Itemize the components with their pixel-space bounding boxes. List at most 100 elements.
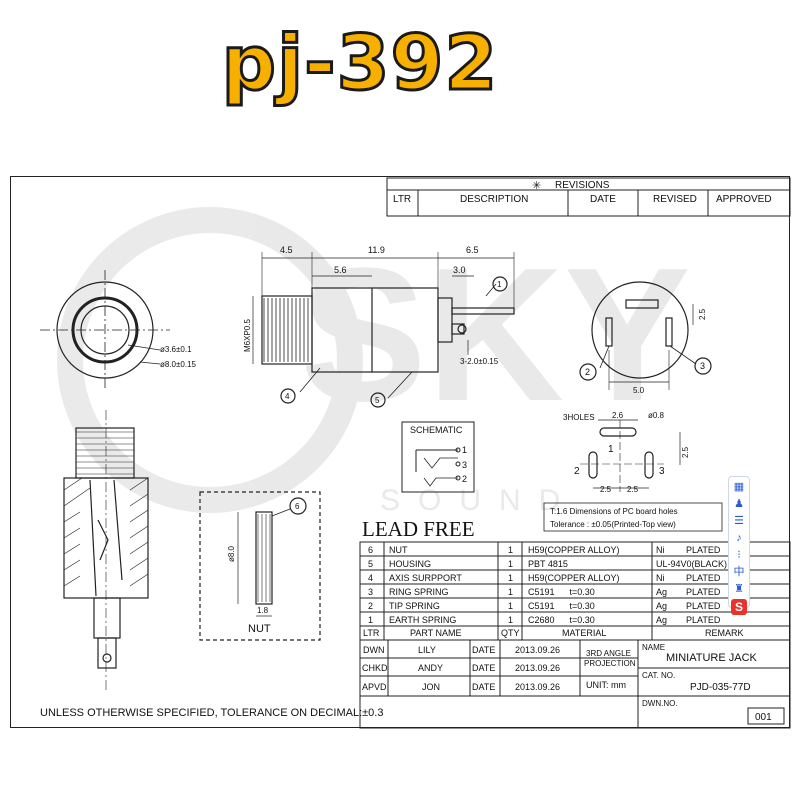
front-view <box>40 270 170 390</box>
sheet-number: 001 <box>755 712 772 723</box>
pcb-callout-2: 2 <box>574 466 580 477</box>
unit: UNIT: mm <box>586 680 626 690</box>
callout-2: 2 <box>585 367 590 377</box>
part-4-r1: Ni <box>656 573 665 583</box>
chinese-char-icon[interactable]: 中 <box>733 566 745 578</box>
callout-6: 6 <box>295 502 300 511</box>
grid-icon[interactable]: ▦ <box>733 481 745 493</box>
part-4-no: 4 <box>368 573 373 583</box>
chkd-role: CHKD <box>362 663 388 673</box>
header-material: MATERIAL <box>562 628 606 638</box>
callout-4: 4 <box>285 392 290 401</box>
dim-thread: M6XP0.5 <box>243 319 252 352</box>
part-4-qty: 1 <box>508 573 513 583</box>
dim-dia-8-0: ø8.0±0.15 <box>160 360 197 369</box>
dim-3holes: 3HOLES <box>563 413 595 422</box>
side-view <box>252 252 515 408</box>
chkd-who: ANDY <box>418 663 443 673</box>
sogou-logo-icon[interactable]: S <box>731 599 747 615</box>
dim-pcb-2-5-b: 2.5 <box>600 485 612 494</box>
dim-rear-5-0: 5.0 <box>633 386 645 395</box>
apvd-date-label: DATE <box>472 682 495 692</box>
part-6-r2: PLATED <box>686 545 721 555</box>
schematic-label: SCHEMATIC <box>410 425 463 435</box>
approvals: DWN LILY DATE 2013.09.26 CHKD ANDY DATE … <box>362 645 560 692</box>
user-icon[interactable]: ♟ <box>734 498 744 510</box>
part-2-material: C5191 t=0.30 <box>528 601 595 611</box>
dim-dia-0-8: ø0.8 <box>648 411 665 420</box>
dwn-no-label: DWN.NO. <box>642 699 678 708</box>
part-1-material: C2680 t=0.30 <box>528 615 595 625</box>
nut-label: NUT <box>248 623 271 635</box>
part-2-no: 2 <box>368 601 373 611</box>
schematic-pin-2: 2 <box>462 474 467 484</box>
header-remark: REMARK <box>705 628 744 638</box>
dim-6-5: 6.5 <box>466 245 479 255</box>
chkd-date-label: DATE <box>472 663 495 673</box>
list-icon[interactable]: ☰ <box>734 515 744 527</box>
lead-free: LEAD FREE <box>362 517 475 541</box>
rev-col-date: DATE <box>590 194 616 205</box>
tolerance-note: UNLESS OTHERWISE SPECIFIED, TOLERANCE ON… <box>40 707 383 719</box>
shirt-icon[interactable]: ♜ <box>734 583 744 595</box>
callout-5: 5 <box>375 396 380 405</box>
part-1-qty: 1 <box>508 615 513 625</box>
rev-col-ltr: LTR <box>393 194 411 205</box>
apvd-who: JON <box>422 682 440 692</box>
part-3-r2: PLATED <box>686 587 721 597</box>
callout-3: 3 <box>700 361 705 371</box>
part-2-qty: 1 <box>508 601 513 611</box>
dwn-date: 2013.09.26 <box>515 645 560 655</box>
part-6-name: NUT <box>389 545 408 555</box>
pcb-note-box <box>543 502 723 532</box>
header-ltr: LTR <box>363 628 380 638</box>
part-5-r1: UL-94V0(BLACK) <box>656 559 727 569</box>
dots-icon[interactable]: ⁝ <box>737 549 741 561</box>
rear-view <box>579 281 712 390</box>
part-6-no: 6 <box>368 545 373 555</box>
rev-col-revised: REVISED <box>653 194 697 205</box>
dim-5-6: 5.6 <box>334 265 347 275</box>
part-5-qty: 1 <box>508 559 513 569</box>
chkd-date: 2013.09.26 <box>515 663 560 673</box>
section-view <box>63 410 149 690</box>
part-4-material: H59(COPPER ALLOY) <box>528 573 620 583</box>
part-3-name: RING SPRING <box>389 587 449 597</box>
part-6-r1: Ni <box>656 545 665 555</box>
dwn-role: DWN <box>363 645 385 655</box>
part-6-qty: 1 <box>508 545 513 555</box>
part-1-r2: PLATED <box>686 615 721 625</box>
projection-line2: PROJECTION <box>584 659 636 668</box>
rev-col-description: DESCRIPTION <box>460 194 528 205</box>
parts-list: 6 NUT 1 H59(COPPER ALLOY) Ni PLATED 5 HO… <box>363 545 744 638</box>
dwn-date-label: DATE <box>472 645 495 655</box>
dim-pcb-2-5-a: 2.5 <box>681 446 690 458</box>
watermark-sub: SOUND <box>380 484 578 517</box>
cat-value: PJD-035-77D <box>690 682 751 693</box>
revisions-heading: REVISIONS <box>555 180 610 191</box>
dim-slot: 3-2.0±0.15 <box>460 357 499 366</box>
revisions-table <box>386 177 791 217</box>
part-1-name: EARTH SPRING <box>389 615 456 625</box>
nut-width: 1.8 <box>257 606 269 615</box>
part-4-name: AXIS SURPPORT <box>389 573 462 583</box>
pcb-note-title: T:1.6 Dimensions of PC board holes <box>550 507 678 516</box>
part-1-no: 1 <box>368 615 373 625</box>
dwn-who: LILY <box>418 645 436 655</box>
mic-icon[interactable]: ♪ <box>736 532 742 544</box>
schematic-pin-3: 3 <box>462 460 467 470</box>
page-title: pj-392 <box>220 17 499 109</box>
dim-dia-3-6: ø3.6±0.1 <box>160 345 192 354</box>
part-5-no: 5 <box>368 559 373 569</box>
title-block-lines <box>359 541 791 729</box>
pcb-holes <box>580 419 681 492</box>
side-toolbar: ▦ ♟ ☰ ♪ ⁝ 中 ♜ S <box>728 476 750 615</box>
revisions-star: ✳ <box>532 180 541 192</box>
name-value: MINIATURE JACK <box>666 652 758 664</box>
callout-1: 1 <box>497 280 502 289</box>
pcb-note-tolerance: Tolerance : ±0.05(Printed-Top view) <box>550 520 676 529</box>
schematic-box <box>401 421 475 493</box>
dim-2-6: 2.6 <box>612 411 624 420</box>
part-2-r1: Ag <box>656 601 667 611</box>
